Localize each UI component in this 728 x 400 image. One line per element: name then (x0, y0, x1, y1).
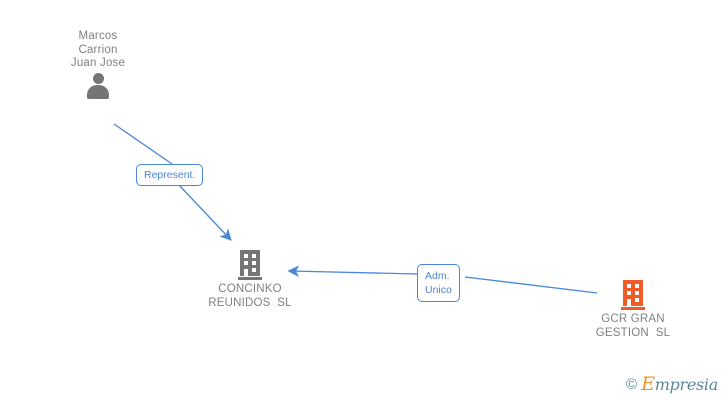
building-icon-window (252, 261, 256, 265)
edge-adm-unico-left (287, 265, 418, 278)
brand-initial: E (641, 373, 655, 395)
person-icon-head (92, 72, 104, 84)
building-icon-tower (623, 280, 643, 306)
edge-label-represent[interactable]: Represent. (136, 164, 204, 186)
node-concinko-label-line2: REUNIDOS SL (208, 296, 292, 309)
building-icon-window (627, 284, 631, 288)
building-icon-base (238, 277, 262, 280)
building-icon-door (244, 269, 248, 276)
building-icon-window (635, 298, 639, 302)
node-person-label-line1: Marcos (78, 30, 118, 42)
building-icon-window (635, 291, 639, 295)
building-icon-tower (240, 250, 260, 276)
node-person-label-line2: Carrion (78, 43, 118, 56)
building-icon (238, 250, 262, 280)
edge-label-represent-text: Represent. (144, 169, 196, 181)
building-icon (621, 280, 645, 310)
brand-rest: mpresia (654, 375, 719, 394)
building-icon-window (252, 268, 256, 272)
building-icon-base (621, 307, 645, 310)
building-icon-window (627, 291, 631, 295)
node-gcr-label-line2: GESTION SL (595, 326, 671, 339)
node-person-label-line3: Juan Jose (70, 57, 126, 69)
person-icon-body (87, 84, 109, 99)
building-icon-window (244, 261, 248, 265)
edge-represent-lower (177, 183, 232, 241)
watermark-empresia: © Empresia (626, 375, 718, 394)
node-gcr-label-line1: GCR GRAN (601, 313, 665, 325)
edge-label-adm-unico-line1: Adm. (425, 270, 450, 282)
building-icon-window (244, 254, 248, 258)
edge-label-adm-unico-line2: Unico (425, 284, 452, 296)
node-concinko-label-line1: CONCINKO (218, 283, 282, 295)
building-icon-window (635, 284, 639, 288)
building-icon-door (627, 299, 631, 306)
brand-wordmark: Empresia (641, 375, 718, 394)
edge-adm-unico-right (464, 276, 598, 294)
copyright-icon: © (626, 376, 638, 393)
building-icon-window (252, 254, 256, 258)
edge-represent-upper (113, 123, 173, 165)
person-icon (85, 72, 111, 99)
edge-label-adm-unico[interactable]: Adm. Unico (417, 264, 460, 302)
